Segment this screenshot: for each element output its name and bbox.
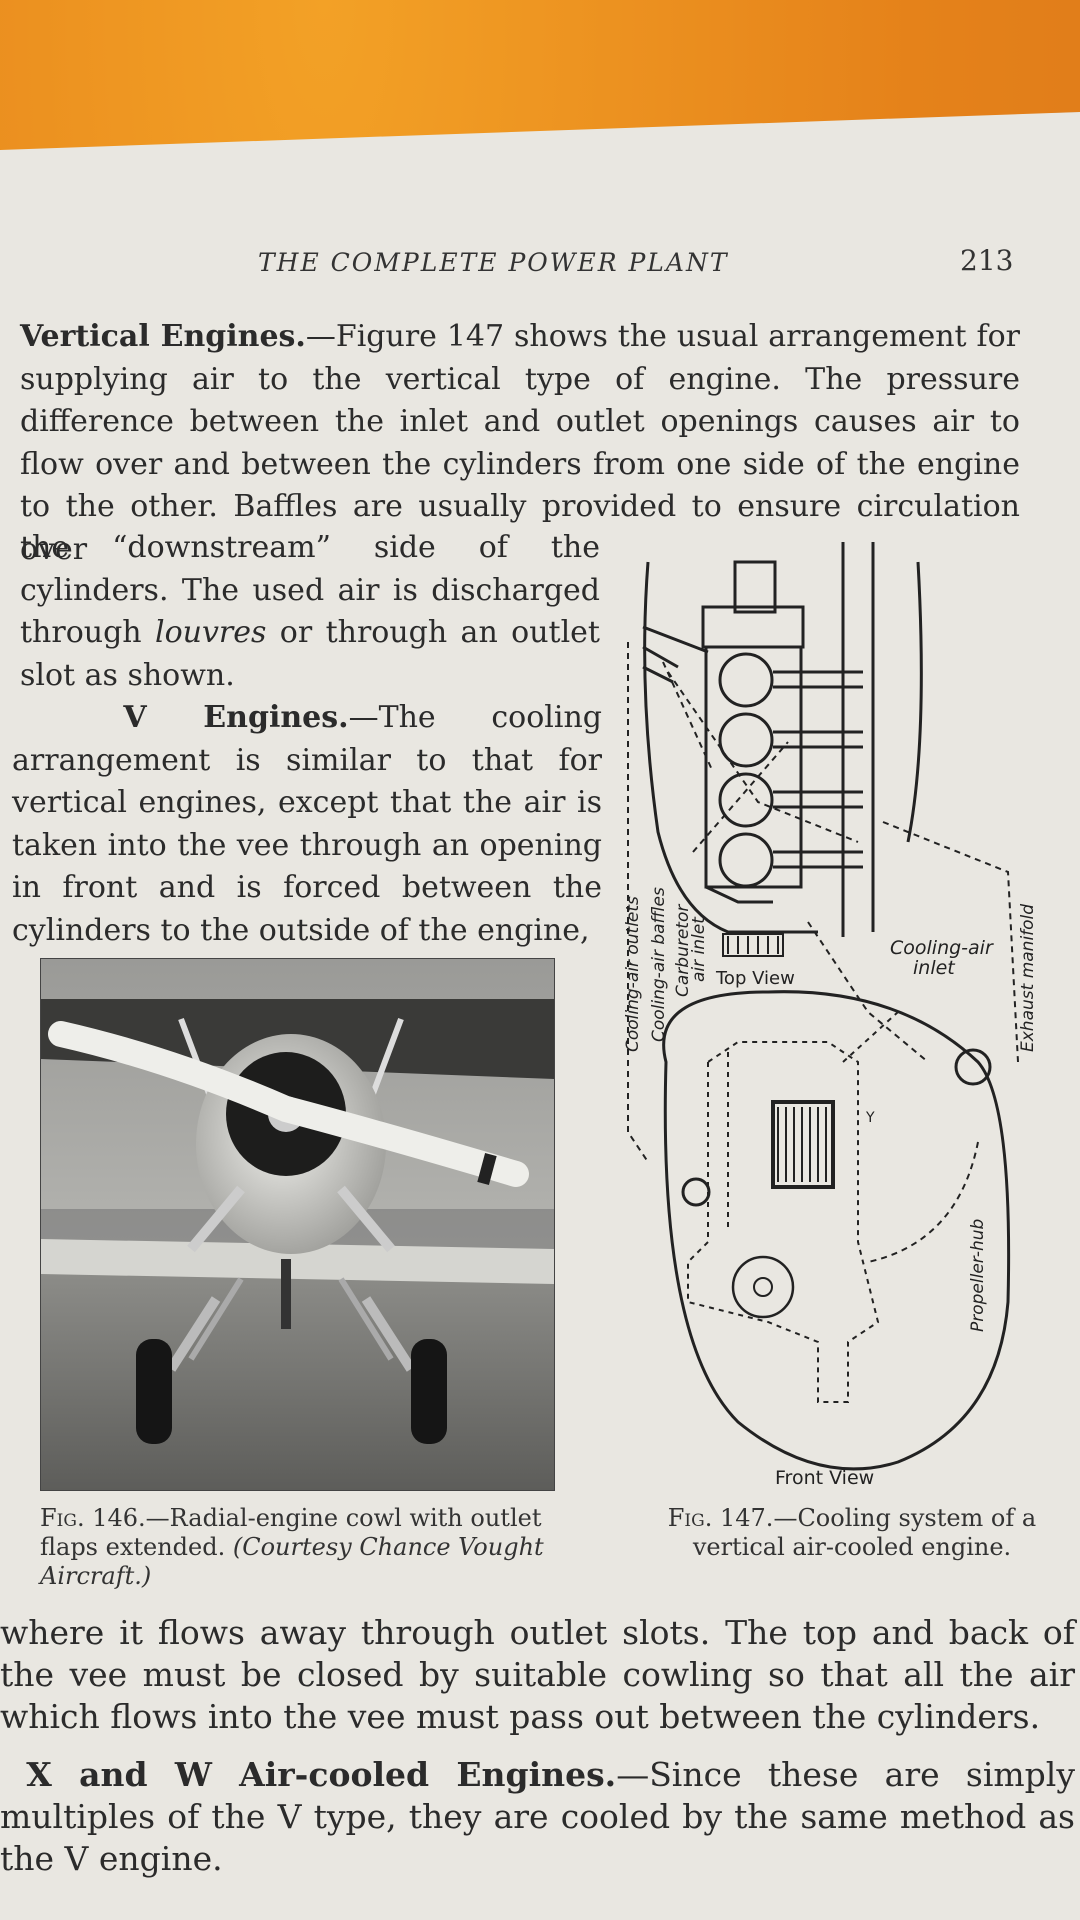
label-cooling-air-inlet-2: inlet <box>913 957 956 979</box>
fig147-text: —Cooling system of a vertical air-cooled… <box>692 1504 1037 1561</box>
front-view-cowling <box>662 990 1011 1471</box>
airplane-photo-illustration <box>41 959 554 1490</box>
fig147-cooling-diagram: Cooling-air outlets Cooling-air baffles … <box>623 542 1038 1487</box>
page-number: 213 <box>960 244 1014 277</box>
vertical-cont-text-2: or through an outlet slot as shown. <box>20 615 600 693</box>
outlet-louvres <box>642 625 709 684</box>
heading-vertical-engines: Vertical Engines. <box>20 319 306 354</box>
cowling-outline-left <box>643 561 818 934</box>
fig146-courtesy: (Courtesy Chance Vought Aircraft.) <box>40 1533 544 1590</box>
front-view-port <box>681 1177 711 1207</box>
fig146-text: —Radial-engine cowl with outlet flaps ex… <box>40 1504 542 1561</box>
paragraph-xw-engines: X and W Air-cooled Engines.—Since these … <box>0 1754 1075 1880</box>
running-head: THE COMPLETE POWER PLANT <box>258 248 729 277</box>
label-cooling-air-baffles: Cooling-air baffles <box>649 887 669 1042</box>
front-view-dashed-outline <box>687 1011 899 1403</box>
heading-v-engines: V Engines. <box>123 700 349 735</box>
engine-top-block <box>701 605 805 649</box>
label-propeller-hub: Propeller-hub <box>968 1219 988 1332</box>
propeller-hub <box>731 1255 795 1319</box>
exhaust-manifold-circle <box>954 1048 992 1086</box>
label-air-inlet: air inlet <box>689 916 709 982</box>
label-front-view: Front View <box>775 1467 874 1487</box>
label-top-view: Top View <box>715 968 795 989</box>
paragraph-v-engines: V Engines.—The cooling arrangement is si… <box>12 697 602 952</box>
fig146-label: Fig. 146. <box>40 1504 146 1532</box>
label-carburetor: Carburetor <box>673 904 693 997</box>
paragraph-vertical-engines-cont: the “downstream” side of the cylinders. … <box>20 527 600 697</box>
fig146-caption: Fig. 146.—Radial-engine cowl with outlet… <box>40 1504 560 1591</box>
heading-xw-engines: X and W Air-cooled Engines. <box>26 1755 617 1794</box>
cooling-air-inlet-grille <box>722 933 784 957</box>
front-view-cylinder <box>771 1100 835 1189</box>
v-engines-text: —The cooling arrangement is similar to t… <box>12 700 602 948</box>
fig147-label: Fig. 147. <box>667 1504 774 1532</box>
vertical-engines-text: —Figure 147 shows the usual arrangement … <box>20 319 1021 567</box>
book-page: THE COMPLETE POWER PLANT 213 Vertical En… <box>0 112 1080 1920</box>
fig146-photo <box>40 958 555 1491</box>
louvres-italic: louvres <box>155 615 267 650</box>
fig147-caption: Fig. 147.—Cooling system of a vertical a… <box>632 1504 1072 1562</box>
paragraph-vertical-engines: Vertical Engines.—Figure 147 shows the u… <box>20 316 1020 571</box>
carburetor-outline <box>705 885 773 904</box>
label-cooling-air-outlets: Cooling-air outlets <box>623 896 643 1052</box>
cylinders <box>718 652 774 888</box>
exhaust-pipe <box>906 561 923 843</box>
airflow-lines <box>627 642 1019 1263</box>
engine-top <box>733 560 777 614</box>
label-exhaust-manifold: Exhaust manifold <box>1018 904 1038 1052</box>
label-cooling-air-inlet: Cooling-air <box>890 937 994 959</box>
label-y: Y <box>865 1110 875 1126</box>
vertical-cont-text-1: the “downstream” side of the cylinders. … <box>20 530 600 650</box>
paragraph-continuation: where it flows away through outlet slots… <box>0 1613 1075 1736</box>
xw-engines-text: —Since these are simply multiples of the… <box>0 1755 1075 1878</box>
exhaust-ports <box>773 670 863 869</box>
